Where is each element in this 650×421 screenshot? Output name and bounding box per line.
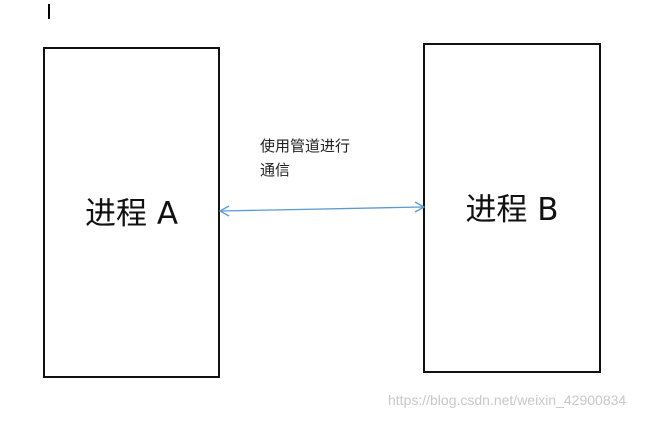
watermark-url: https://blog.csdn.net/weixin_42900834 xyxy=(388,392,627,408)
arrow-shaft xyxy=(220,206,424,212)
process-b-label: 进程 B xyxy=(465,191,559,228)
edge-label-line-2: 通信 xyxy=(260,161,291,179)
process-b-box: 进程 B xyxy=(423,43,601,373)
edge-label: 使用管道进行 通信 xyxy=(260,134,390,182)
arrow-head-left xyxy=(218,205,230,217)
process-a-box: 进程 A xyxy=(43,47,220,378)
edge-label-line-1: 使用管道进行 xyxy=(260,137,351,155)
text-cursor-mark xyxy=(48,4,50,19)
process-a-label: 进程 A xyxy=(84,196,179,232)
